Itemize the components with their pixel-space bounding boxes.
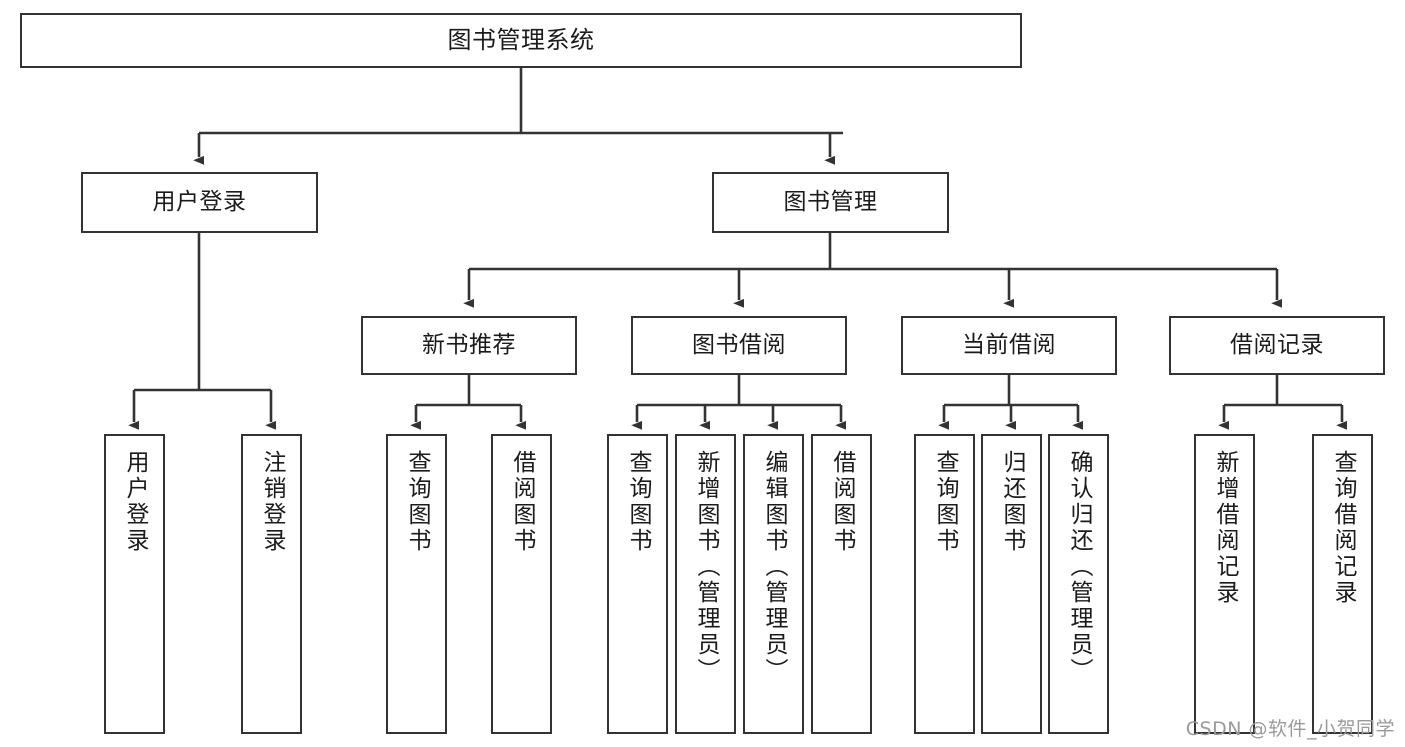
node-leaf-add-borrow-record[interactable]: 新增借阅记录 (1194, 434, 1255, 734)
node-leaf-rec-query-book-label: 查询图书 (404, 450, 430, 554)
node-current-borrow[interactable]: 当前借阅 (901, 316, 1117, 375)
node-user-login[interactable]: 用户登录 (81, 172, 318, 233)
node-leaf-cur-query-book-label: 查询图书 (932, 450, 958, 554)
node-leaf-return-book[interactable]: 归还图书 (981, 434, 1042, 734)
node-leaf-rec-borrow-book[interactable]: 借阅图书 (491, 434, 552, 734)
node-leaf-borrow-book-label: 借阅图书 (829, 450, 855, 554)
node-book-manage-label: 图书管理 (783, 188, 878, 215)
node-borrow-record[interactable]: 借阅记录 (1169, 316, 1385, 375)
node-book-manage[interactable]: 图书管理 (712, 172, 949, 233)
node-borrow-record-label: 借阅记录 (1230, 331, 1324, 358)
node-root-label: 图书管理系统 (447, 26, 595, 55)
node-leaf-rec-query-book[interactable]: 查询图书 (386, 434, 447, 734)
node-book-borrow-label: 图书借阅 (692, 331, 786, 358)
node-leaf-query-borrow-record-label: 查询借阅记录 (1330, 450, 1356, 606)
watermark-text: CSDN @软件_小贺同学 (1185, 718, 1395, 740)
node-user-login-label: 用户登录 (152, 188, 247, 215)
node-leaf-borrow-query-book[interactable]: 查询图书 (607, 434, 668, 734)
node-leaf-add-book-admin-label: 新增图书（管理员） (693, 450, 719, 684)
node-leaf-add-book-admin[interactable]: 新增图书（管理员） (675, 434, 736, 734)
node-leaf-rec-borrow-book-label: 借阅图书 (509, 450, 535, 554)
node-new-book-rec[interactable]: 新书推荐 (361, 316, 577, 375)
node-leaf-cur-query-book[interactable]: 查询图书 (914, 434, 975, 734)
node-leaf-logout-label: 注销登录 (259, 450, 285, 554)
node-new-book-rec-label: 新书推荐 (422, 331, 516, 358)
node-leaf-edit-book-admin-label: 编辑图书（管理员） (761, 450, 787, 684)
node-current-borrow-label: 当前借阅 (962, 331, 1056, 358)
node-leaf-borrow-query-book-label: 查询图书 (625, 450, 651, 554)
node-root[interactable]: 图书管理系统 (20, 13, 1022, 68)
node-leaf-confirm-return-admin[interactable]: 确认归还（管理员） (1048, 434, 1109, 734)
node-leaf-user-login[interactable]: 用户登录 (104, 434, 165, 734)
node-leaf-logout[interactable]: 注销登录 (241, 434, 302, 734)
node-leaf-user-login-label: 用户登录 (122, 450, 148, 554)
node-leaf-return-book-label: 归还图书 (999, 450, 1025, 554)
node-leaf-confirm-return-admin-label: 确认归还（管理员） (1066, 450, 1092, 684)
node-leaf-edit-book-admin[interactable]: 编辑图书（管理员） (743, 434, 804, 734)
node-leaf-borrow-book[interactable]: 借阅图书 (811, 434, 872, 734)
node-leaf-query-borrow-record[interactable]: 查询借阅记录 (1312, 434, 1373, 734)
node-leaf-add-borrow-record-label: 新增借阅记录 (1212, 450, 1238, 606)
node-book-borrow[interactable]: 图书借阅 (631, 316, 847, 375)
